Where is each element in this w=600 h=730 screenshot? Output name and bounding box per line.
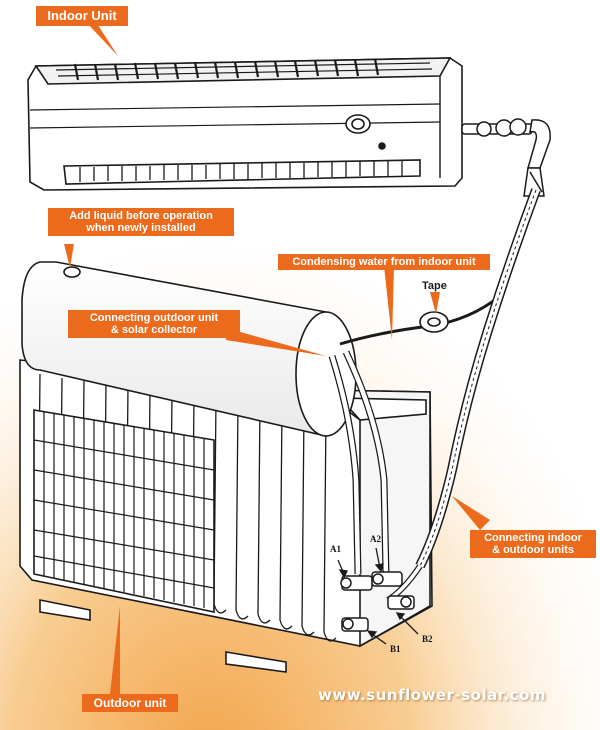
valve-label-b2: B2 [422,634,433,644]
pipe-routing [328,188,541,603]
condensing-water-label: Condensing water from indoor unit [278,254,490,270]
outdoor-unit-label: Outdoor unit [82,694,178,712]
website-watermark: www.sunflower-solar.com [318,686,547,704]
connecting-outdoor-solar-label: Connecting outdoor unit & solar collecto… [68,310,240,338]
add-liquid-label: Add liquid before operation when newly i… [48,208,234,236]
indoor-pipe-outlet [461,118,551,197]
tape-label: Tape [422,280,447,292]
valve-label-b1: B1 [390,644,401,654]
valve-label-a2: A2 [370,534,381,544]
small-arrows [337,547,419,645]
callout-pointers [64,22,490,694]
valve-label-a1: A1 [330,544,341,554]
connecting-indoor-outdoor-label: Connecting indoor & outdoor units [470,530,596,558]
indoor-unit-label: Indoor Unit [36,6,128,26]
tape-roll [419,311,449,333]
indoor-unit-drawing [27,57,463,191]
service-valves [340,571,415,632]
